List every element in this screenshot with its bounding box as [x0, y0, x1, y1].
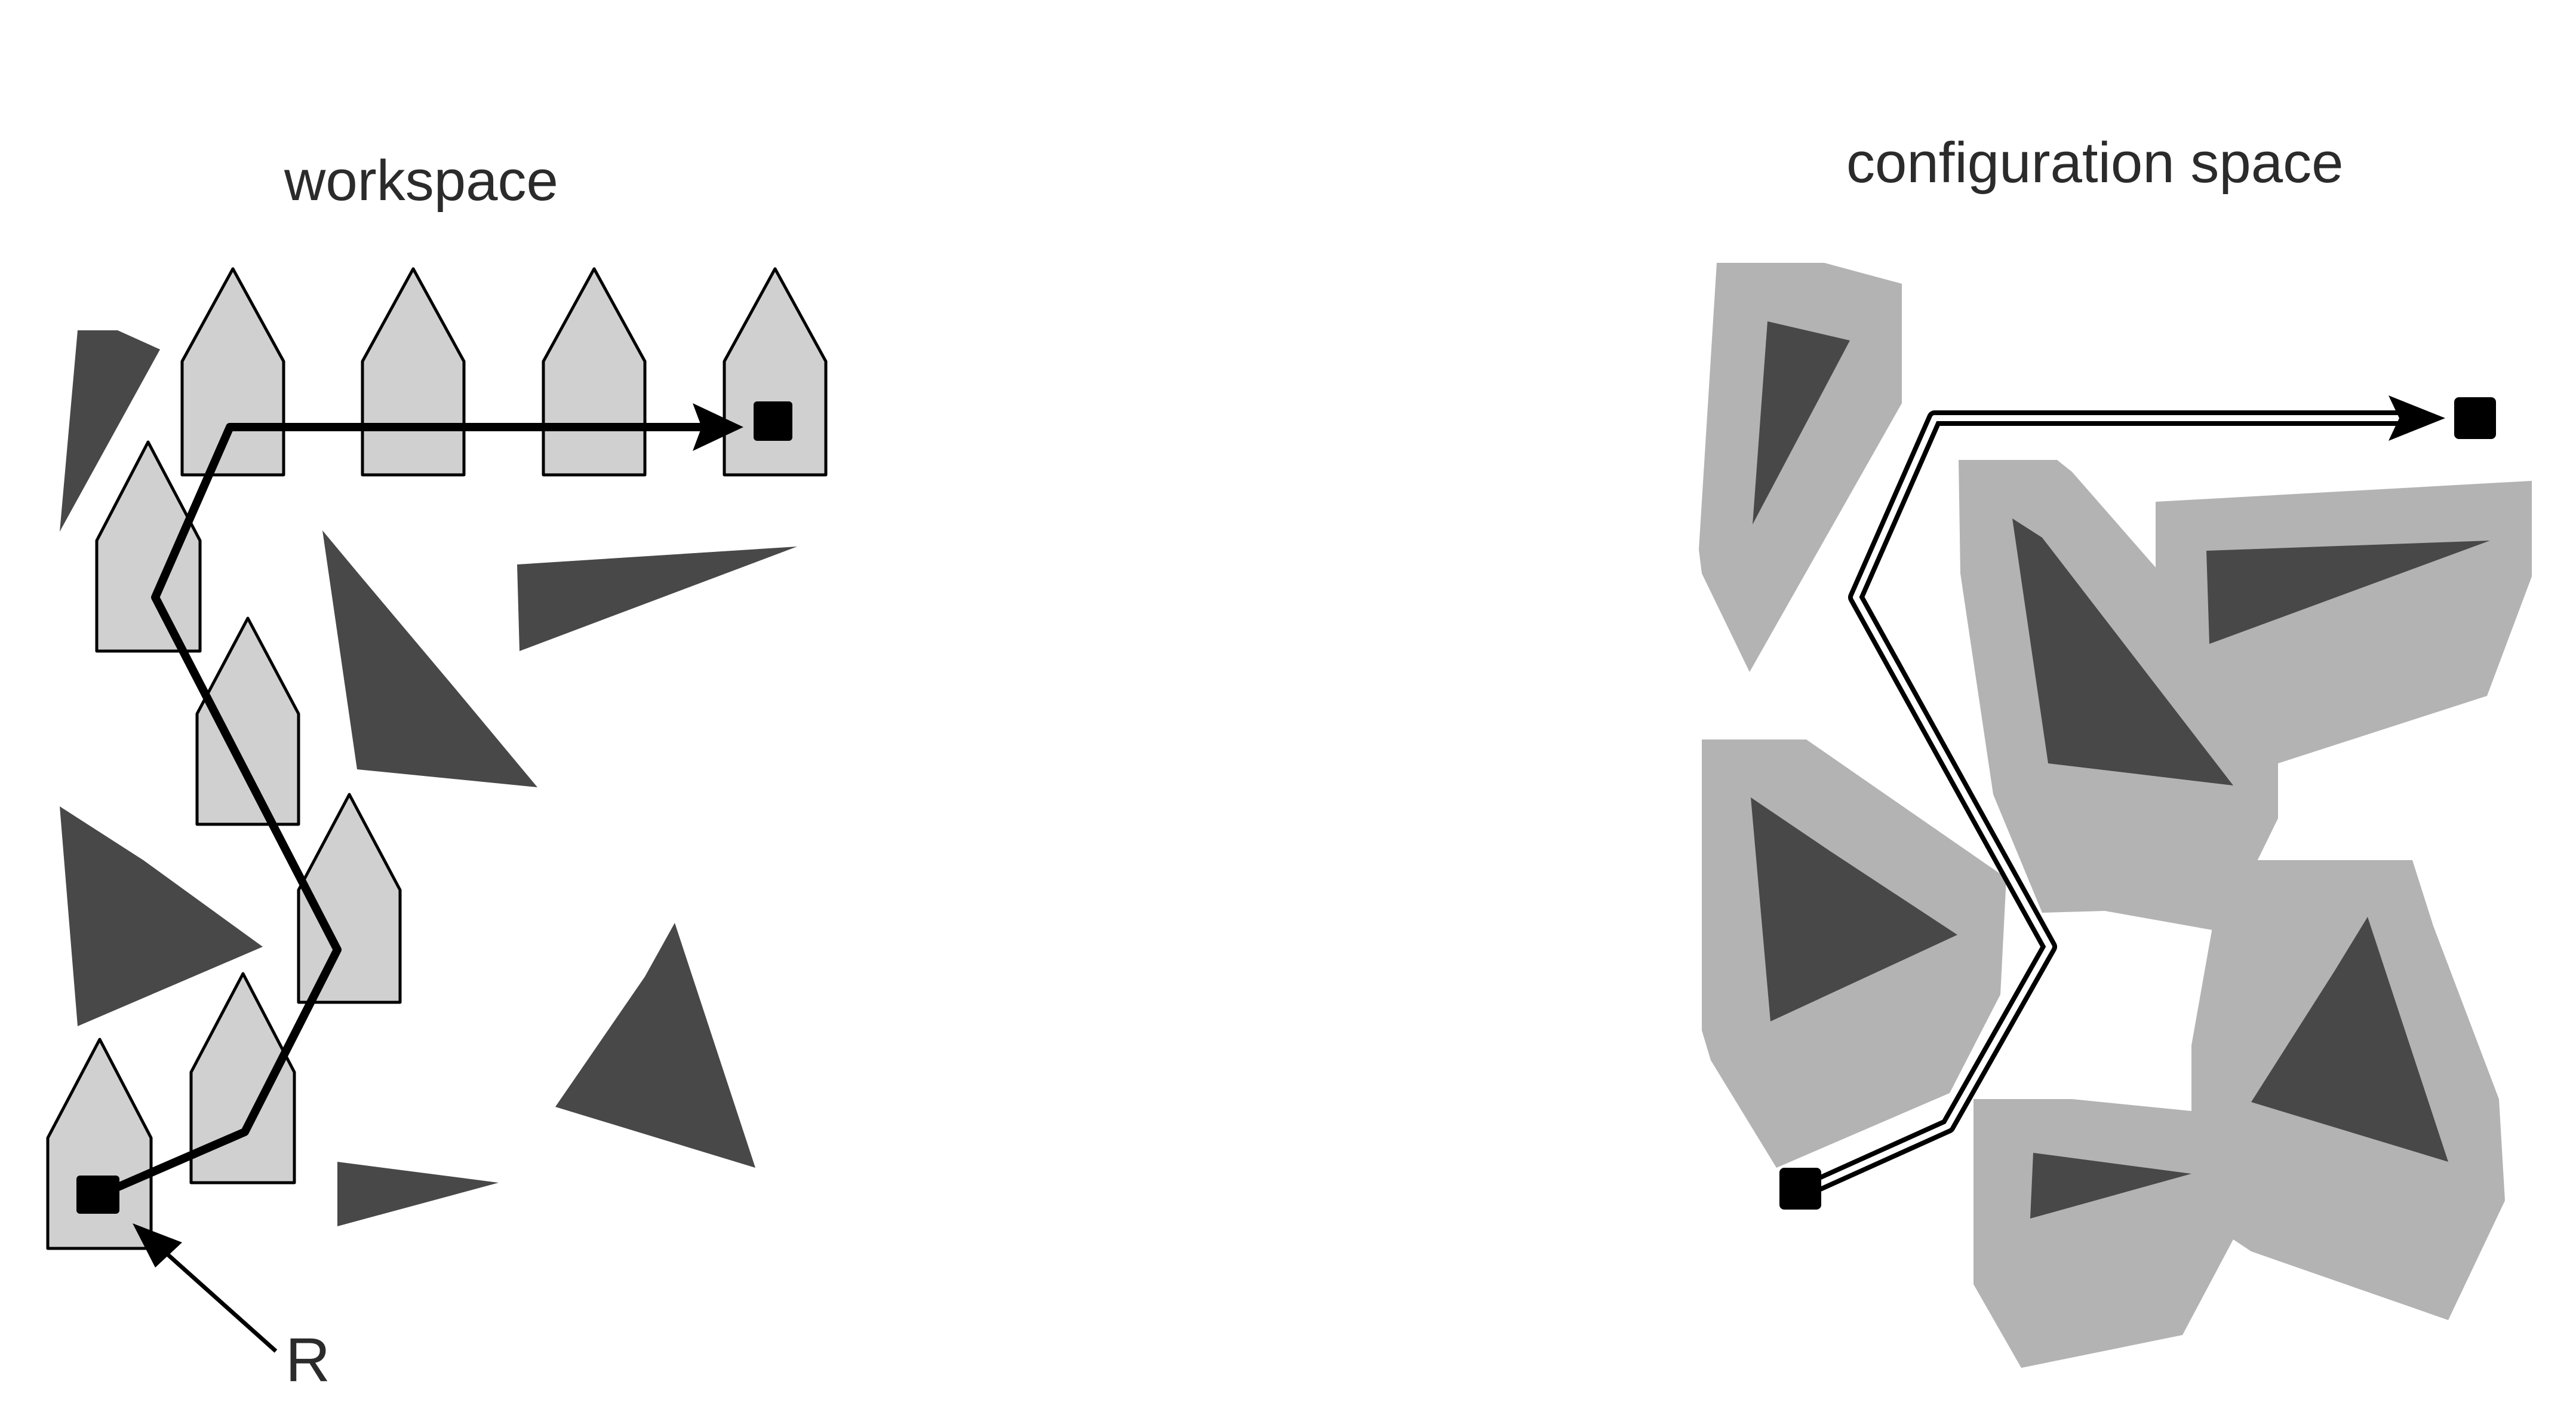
- workspace-obstacle-6: [337, 1162, 499, 1226]
- cspace-inner-1: [1753, 321, 1850, 524]
- cspace-inner-5: [2251, 917, 2448, 1162]
- robot-pose-1: [180, 267, 285, 477]
- workspace-goal-marker: [754, 401, 792, 441]
- workspace-path-arrowhead: [693, 403, 743, 451]
- cspace-obstacles-inner: [1751, 321, 2490, 1219]
- workspace-obstacle-1: [60, 330, 160, 532]
- cspace-inner-3: [2206, 541, 2490, 644]
- cspace-inner-2: [2012, 518, 2233, 785]
- robot-pose-8: [189, 972, 296, 1184]
- robot-pose-2: [361, 267, 466, 477]
- robot-label: R: [285, 1325, 331, 1395]
- workspace-path: [76, 401, 792, 1214]
- robot-pose-9: [46, 1038, 153, 1250]
- cspace-path-arrowhead: [2389, 395, 2445, 441]
- workspace-obstacle-4: [60, 806, 263, 1026]
- robot-pose-7: [297, 793, 402, 1004]
- workspace-obstacle-3: [517, 547, 797, 651]
- cspace-path: [1779, 395, 2496, 1210]
- cspace-goal-marker: [2454, 397, 2496, 439]
- cspace-start-marker: [1779, 1168, 1821, 1210]
- workspace-start-marker: [76, 1176, 119, 1214]
- robot-pointer-arrowhead: [133, 1223, 182, 1268]
- cspace-path-line-inner: [1812, 415, 2409, 1189]
- robot-pose-3: [542, 267, 647, 477]
- cspace-inner-4: [1751, 797, 1957, 1021]
- cspace-grown-1: [1699, 263, 1902, 672]
- cspace-inner-6: [2030, 1153, 2191, 1219]
- workspace-obstacle-2: [322, 530, 537, 787]
- workspace-obstacles: [60, 330, 797, 1226]
- workspace-path-line: [96, 423, 712, 1199]
- workspace-obstacle-5: [555, 923, 755, 1168]
- robot-pose-4: [723, 267, 828, 477]
- robot-pose-6: [195, 616, 300, 826]
- robot-pointer: [133, 1223, 278, 1353]
- configuration-space-title: configuration space: [1846, 131, 2344, 195]
- robot-pointer-line: [162, 1250, 278, 1353]
- workspace-title: workspace: [284, 149, 558, 213]
